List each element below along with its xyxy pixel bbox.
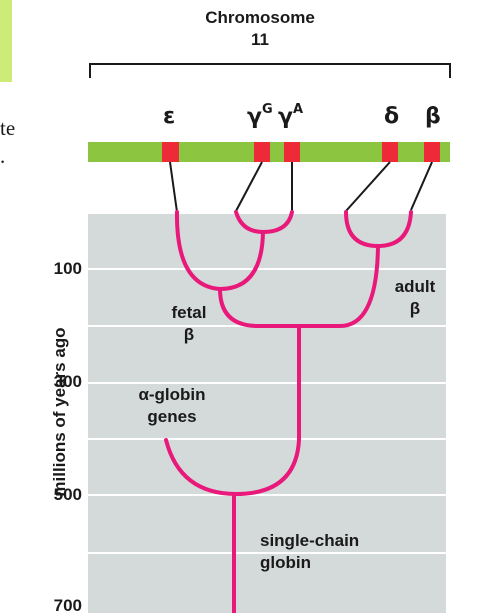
alpha-branch [164, 438, 238, 496]
gridline [88, 494, 446, 496]
tick-label-700: 700 [53, 596, 82, 615]
gridline [88, 552, 446, 554]
tick-label-100: 100 [53, 259, 82, 278]
gene-label-gamma-g: γG [247, 102, 273, 130]
gene-label-beta: β [425, 104, 441, 129]
gene-box-beta [424, 142, 440, 162]
gene-label-epsilon: ε [163, 104, 176, 129]
gamma-branch [234, 210, 294, 235]
chromosome-bracket [89, 63, 451, 78]
gene-box-delta [382, 142, 398, 162]
gridline [88, 268, 446, 270]
timeline-background [88, 214, 446, 613]
delta-beta-branch [344, 210, 413, 249]
gene-label-gamma-a: γA [278, 102, 304, 130]
cropped-text-fragment: te [0, 116, 16, 140]
chromosome-title: Chromosome [205, 8, 315, 27]
beta-stem [234, 324, 301, 496]
gene-box-gamma-a [284, 142, 300, 162]
gridline [88, 438, 446, 440]
gridline [88, 382, 446, 384]
cropped-text-fragment: . [0, 144, 6, 168]
gene-label-delta: δ [384, 104, 400, 129]
phylogenetic-tree [164, 210, 413, 613]
tick-label-300: 300 [53, 372, 82, 391]
highlight-box-fragment [0, 0, 12, 82]
chromosome-number: 11 [251, 30, 269, 49]
gene-connectors [169, 161, 433, 213]
epsilon-gamma-branch [174, 210, 265, 292]
tick-label-500: 500 [53, 485, 82, 504]
gene-box-gamma-g [254, 142, 270, 162]
fetal-adult-branch [218, 244, 380, 328]
gene-box-epsilon [162, 142, 179, 162]
